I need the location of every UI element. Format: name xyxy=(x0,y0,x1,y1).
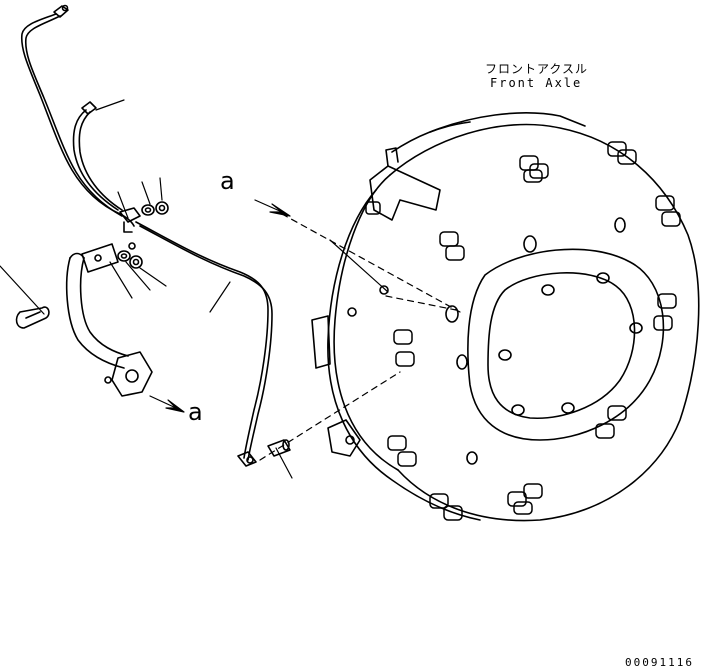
nut xyxy=(155,201,169,215)
housing-holes xyxy=(347,217,626,465)
reference-label-top: a xyxy=(220,167,235,195)
harness-top-connector xyxy=(53,5,69,18)
reference-label-bottom: a xyxy=(188,398,203,426)
u-clip xyxy=(15,306,50,329)
harness-terminal xyxy=(81,101,97,115)
harness-end-connector xyxy=(237,451,257,467)
bolt-pair xyxy=(429,493,463,521)
washer xyxy=(141,204,155,216)
curved-pipe xyxy=(65,257,125,369)
document-number: 00091116 xyxy=(625,656,694,669)
outer-bolts xyxy=(365,141,681,521)
harness-clip xyxy=(119,207,141,223)
part-name-japanese: フロントアクスル xyxy=(485,62,589,76)
bolt-pair xyxy=(595,405,627,439)
bolt-pair xyxy=(607,141,637,165)
bolt-pair xyxy=(653,293,677,331)
bolt-pair xyxy=(439,231,465,261)
pipe-fitting xyxy=(111,351,153,397)
plug xyxy=(267,439,291,457)
bolt-pair xyxy=(393,329,415,367)
housing-lower-bracket xyxy=(327,419,361,457)
inner-ring-outer xyxy=(467,248,665,441)
washer xyxy=(117,250,131,262)
inner-ring-inner xyxy=(487,272,636,419)
bolt-pair xyxy=(507,483,543,515)
wire-harness xyxy=(20,4,273,467)
inner-ring-bolts xyxy=(498,272,643,416)
bracket-assembly xyxy=(15,201,169,397)
axle-outer-rim xyxy=(389,123,700,522)
front-axle-housing xyxy=(311,112,700,522)
part-name-english: Front Axle xyxy=(490,76,583,90)
bolt-pair xyxy=(655,195,681,227)
bolt-pair xyxy=(387,435,417,467)
bolt-pair xyxy=(519,155,549,183)
mounting-plate xyxy=(81,243,119,273)
leader-lines xyxy=(0,99,293,479)
nut xyxy=(129,255,143,269)
housing-bracket xyxy=(369,165,441,221)
